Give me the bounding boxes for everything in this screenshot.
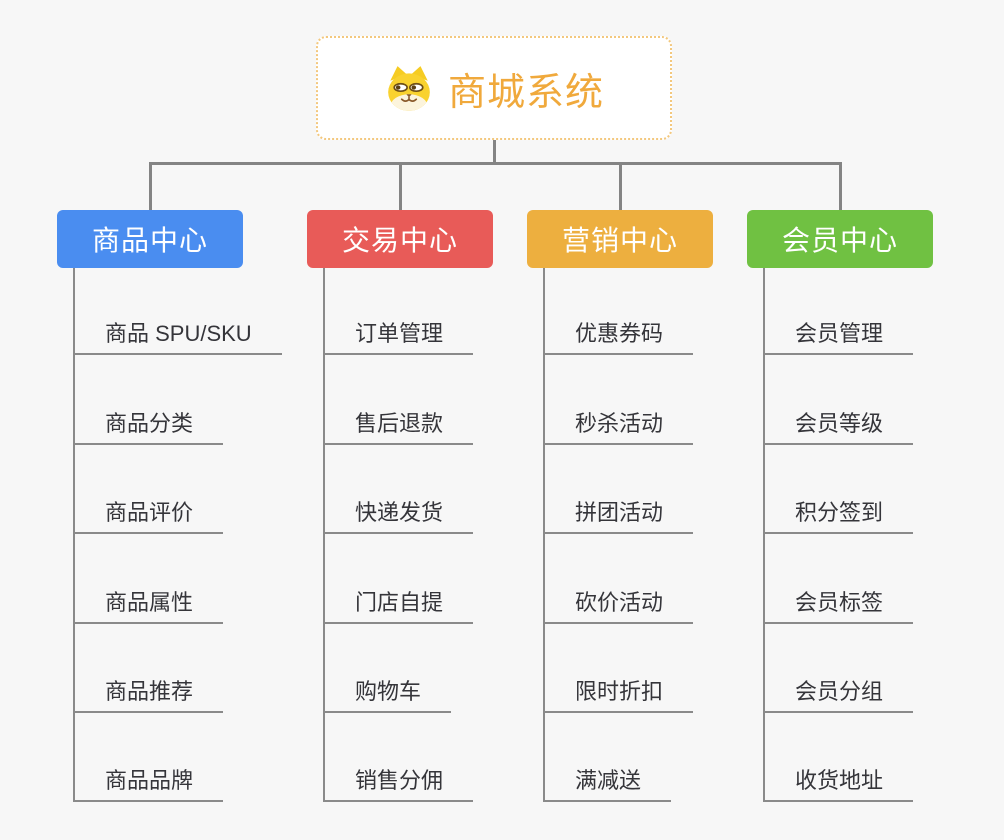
leaf-node[interactable]: 积分签到 [763,494,914,534]
leaf-node[interactable]: 会员分组 [763,673,914,713]
branch-line-member-center [763,268,765,802]
leaf-node[interactable]: 商品品牌 [73,762,224,802]
leaf-node[interactable]: 订单管理 [323,315,474,355]
leaf-node[interactable]: 快递发货 [323,494,474,534]
leaf-node[interactable]: 限时折扣 [543,673,694,713]
leaf-node[interactable]: 收货地址 [763,762,914,802]
leaf-node[interactable]: 会员等级 [763,405,914,445]
leaf-node[interactable]: 拼团活动 [543,494,694,534]
leaf-node[interactable]: 商品属性 [73,584,224,624]
root-node-mall-system[interactable]: 商城系统 [316,36,672,140]
leaf-node[interactable]: 商品评价 [73,494,224,534]
connector-root-stub [493,140,496,164]
branch-line-marketing-center [543,268,545,802]
connector-drop-marketing [619,162,622,210]
leaf-node[interactable]: 砍价活动 [543,584,694,624]
leaf-node[interactable]: 满减送 [543,762,672,802]
leaf-node[interactable]: 门店自提 [323,584,474,624]
connector-horizontal-bus [149,162,842,165]
leaf-node[interactable]: 秒杀活动 [543,405,694,445]
leaf-node[interactable]: 销售分佣 [323,762,474,802]
doge-icon [384,64,434,112]
branch-line-trade-center [323,268,325,802]
leaf-node[interactable]: 商品推荐 [73,673,224,713]
leaf-node[interactable]: 商品分类 [73,405,224,445]
branch-node-member-center[interactable]: 会员中心 [747,210,933,268]
leaf-node[interactable]: 商品 SPU/SKU [73,315,282,355]
root-title: 商城系统 [447,71,604,114]
branch-node-marketing-center[interactable]: 营销中心 [527,210,713,268]
branch-node-trade-center[interactable]: 交易中心 [307,210,493,268]
connector-drop-trade [399,162,402,210]
leaf-node[interactable]: 会员管理 [763,315,914,355]
leaf-node[interactable]: 优惠券码 [543,315,694,355]
connector-drop-member [839,162,842,210]
leaf-node[interactable]: 购物车 [323,673,452,713]
branch-node-product-center[interactable]: 商品中心 [57,210,243,268]
leaf-node[interactable]: 售后退款 [323,405,474,445]
leaf-node[interactable]: 会员标签 [763,584,914,624]
branch-line-product-center [73,268,75,802]
connector-drop-product [149,162,152,210]
